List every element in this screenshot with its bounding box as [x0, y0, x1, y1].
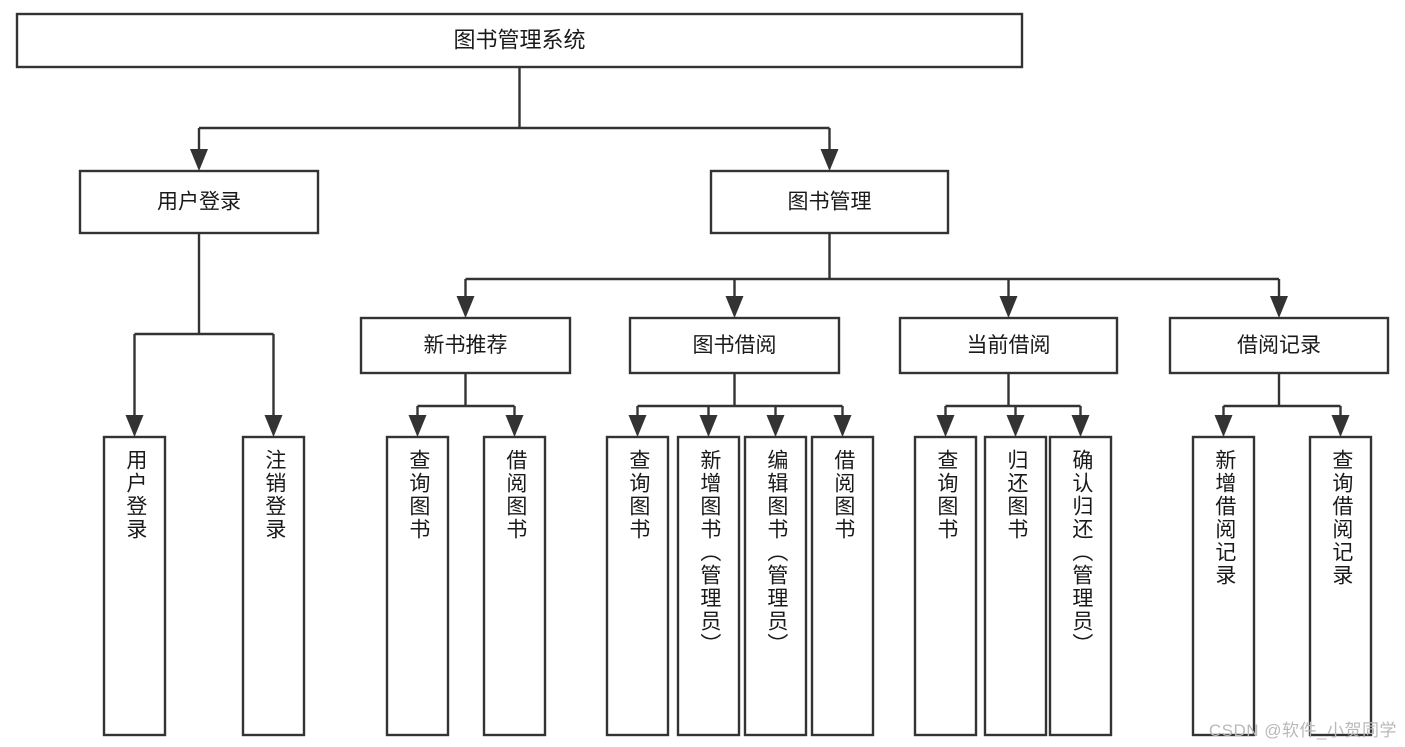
box-layer — [15, 12, 1390, 737]
leaf-box-7 — [810, 435, 875, 737]
node-box-level3-1 — [628, 316, 841, 375]
leaf-box-3 — [482, 435, 547, 737]
node-label-root: 图书管理系统 — [453, 27, 585, 52]
csdn-watermark: CSDN @软件_小贺同学 — [1208, 721, 1397, 740]
leaf-box-12 — [1308, 435, 1373, 737]
node-box-level2-0 — [78, 169, 320, 235]
leaf-box-9 — [983, 435, 1048, 737]
connector-arrowhead — [833, 415, 852, 437]
leaf-box-1 — [241, 435, 306, 737]
connector-arrowhead — [190, 149, 208, 171]
connector-arrowhead — [125, 415, 144, 437]
node-label-level2-1: 图书管理 — [788, 191, 872, 214]
connector-arrowhead — [505, 415, 524, 437]
connector-arrowhead — [456, 296, 475, 318]
leaf-box-4 — [605, 435, 670, 737]
node-label-level3-0: 新书推荐 — [424, 334, 508, 357]
connector-arrowhead — [725, 296, 744, 318]
connector-arrowhead — [766, 415, 785, 437]
node-box-level3-2 — [898, 316, 1119, 375]
leaf-box-5 — [676, 435, 741, 737]
node-box-level2-1 — [709, 169, 950, 235]
node-box-level3-3 — [1168, 316, 1390, 375]
connector-arrowhead — [628, 415, 647, 437]
connector-arrowhead — [699, 415, 718, 437]
node-label-level3-3: 借阅记录 — [1237, 334, 1321, 357]
leaf-box-11 — [1191, 435, 1256, 737]
leaf-box-6 — [743, 435, 808, 737]
connector-arrowhead — [1331, 415, 1350, 437]
node-label-level3-2: 当前借阅 — [967, 334, 1051, 357]
connector-arrowhead — [1006, 415, 1025, 437]
connector-arrowhead — [408, 415, 427, 437]
connector-arrowhead — [264, 415, 283, 437]
connector-arrowhead — [820, 149, 839, 171]
leaf-box-0 — [102, 435, 167, 737]
leaf-box-10 — [1048, 435, 1113, 737]
leaf-box-2 — [385, 435, 450, 737]
connector-arrowhead — [1071, 415, 1090, 437]
connector-arrowhead — [936, 415, 955, 437]
connector-layer — [125, 67, 1350, 437]
node-box-level3-0 — [359, 316, 572, 375]
connector-arrowhead — [1270, 296, 1288, 318]
connector-arrowhead — [1214, 415, 1233, 437]
connector-arrowhead — [999, 296, 1018, 318]
node-box-root — [15, 12, 1024, 69]
node-label-level3-1: 图书借阅 — [693, 334, 777, 357]
node-label-level2-0: 用户登录 — [157, 191, 241, 214]
leaf-box-8 — [913, 435, 978, 737]
